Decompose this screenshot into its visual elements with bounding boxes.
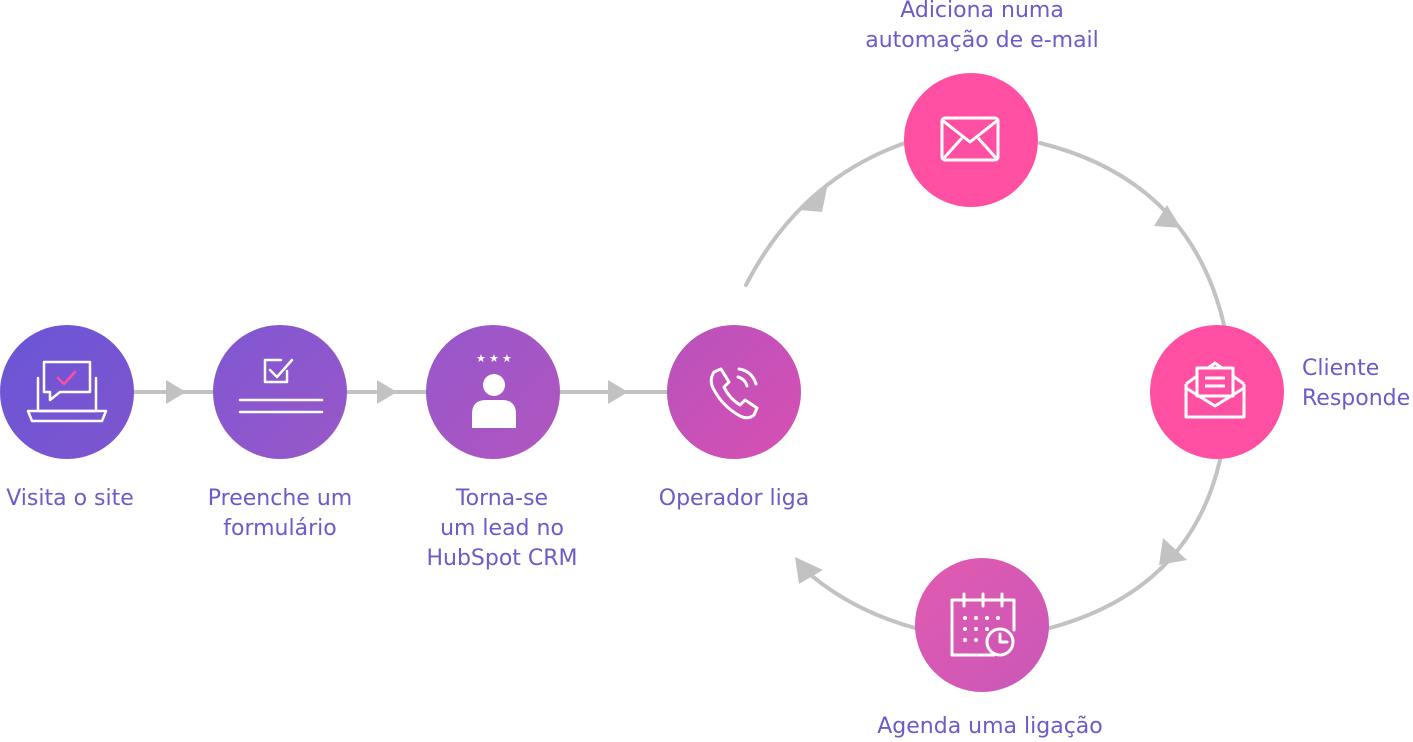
arrowhead-1 bbox=[166, 380, 186, 404]
laptop-chat-check-icon bbox=[26, 360, 108, 423]
svg-text:★: ★ bbox=[476, 352, 486, 365]
label-schedule-call: Agenda uma ligação bbox=[877, 714, 1103, 739]
connector-client-to-schedule bbox=[1048, 458, 1222, 630]
label-visit-site: Visita o site bbox=[6, 486, 134, 511]
connector-schedule-to-operator bbox=[803, 568, 917, 630]
form-checkbox-icon bbox=[238, 358, 324, 414]
person-stars-icon: ★ ★ ★ bbox=[472, 352, 516, 428]
phone-ringing-icon bbox=[709, 367, 759, 420]
open-envelope-letter-icon bbox=[1184, 361, 1246, 419]
connectors bbox=[132, 141, 1226, 630]
label-become-lead: Torna-se um lead no HubSpot CRM bbox=[426, 486, 578, 571]
envelope-icon bbox=[940, 116, 1000, 162]
arrowheads bbox=[166, 183, 1187, 584]
connector-operator-to-email bbox=[744, 141, 907, 287]
calendar-clock-icon bbox=[950, 592, 1016, 657]
node-operator-calls bbox=[667, 325, 801, 459]
arrowhead-6 bbox=[1159, 538, 1187, 565]
arrowhead-3 bbox=[608, 380, 628, 404]
label-operator-calls: Operador liga bbox=[658, 486, 810, 511]
svg-text:★: ★ bbox=[489, 352, 499, 365]
arrowhead-7 bbox=[795, 557, 823, 584]
arrowhead-5 bbox=[1154, 205, 1181, 228]
label-client-responds: Cliente Responde bbox=[1302, 356, 1411, 411]
connector-email-to-client bbox=[1038, 141, 1226, 327]
label-fill-form: Preenche um formulário bbox=[207, 486, 353, 541]
arrowhead-4 bbox=[800, 183, 828, 212]
svg-text:★: ★ bbox=[502, 352, 512, 365]
arrowhead-2 bbox=[377, 380, 397, 404]
node-fill-form bbox=[213, 325, 347, 459]
node-schedule-call bbox=[915, 558, 1049, 692]
label-email-automation: Adiciona numa automação de e-mail bbox=[865, 0, 1099, 53]
